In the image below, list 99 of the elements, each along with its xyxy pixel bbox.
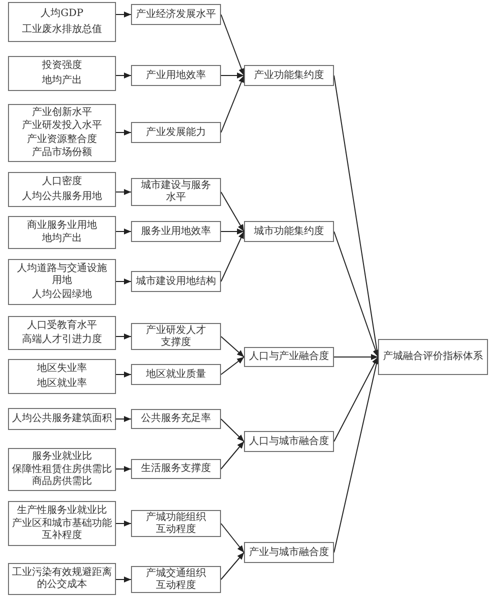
arrow xyxy=(220,418,244,442)
criterion-name: 产城交通组织互动程度 xyxy=(145,568,207,592)
indicator-name: 产业资源整合度 xyxy=(27,134,97,146)
arrow xyxy=(116,278,132,284)
indicator-box xyxy=(8,359,116,394)
indicator-box xyxy=(8,2,116,42)
dimension-box xyxy=(244,542,334,563)
arrow xyxy=(116,520,132,526)
criterion-box xyxy=(131,364,221,385)
criterion-box xyxy=(131,510,221,537)
criterion-name: 生活服务支撑度 xyxy=(141,463,211,475)
indicator-box xyxy=(8,104,116,162)
arrow xyxy=(220,228,244,234)
criterion-name: 公共服务充足率 xyxy=(141,413,211,425)
arrow xyxy=(220,231,244,282)
arrow xyxy=(116,576,132,582)
criterion-box xyxy=(131,65,221,86)
arrow xyxy=(116,372,132,378)
criterion-name: 产业用地效率 xyxy=(146,70,206,82)
criterion-name: 服务业用地效率 xyxy=(141,226,211,238)
indicator-name: 保障性租赁住房供需比 xyxy=(12,464,112,476)
arrow xyxy=(116,466,132,472)
arrow xyxy=(220,75,244,133)
criterion-name: 地区就业质量 xyxy=(146,368,206,380)
indicator-box xyxy=(8,316,116,350)
arrow xyxy=(116,228,132,234)
arrow xyxy=(116,130,132,136)
indicator-box xyxy=(8,172,116,207)
indicator-name: 工业废水排放总值 xyxy=(22,24,102,36)
goal-box xyxy=(378,339,488,375)
indicator-name: 地均产出 xyxy=(42,74,82,87)
criterion-name: 产业经济发展水平 xyxy=(136,8,216,20)
arrow xyxy=(116,72,132,78)
indicator-name: 人均GDP xyxy=(40,8,84,20)
indicator-name: 人口密度 xyxy=(42,176,82,188)
indicator-name: 产业区和城市基础功能互补程度 xyxy=(11,518,113,542)
indicator-name: 生产性服务业就业比 xyxy=(17,504,107,517)
arrow xyxy=(220,552,244,580)
indicator-name: 服务业就业比 xyxy=(32,450,92,463)
criterion-name: 产城功能组织互动程度 xyxy=(145,512,207,536)
indicator-box xyxy=(8,216,116,249)
dimension-name: 产业功能集约度 xyxy=(254,70,324,82)
arrow xyxy=(334,356,378,442)
indicator-name: 地区失业率 xyxy=(37,363,87,376)
arrow xyxy=(334,354,378,360)
indicator-name: 投资强度 xyxy=(42,60,82,72)
goal-name: 产城融合评价指标体系 xyxy=(383,351,483,363)
criterion-box xyxy=(131,409,221,429)
indicator-box xyxy=(8,56,116,91)
arrow xyxy=(116,416,132,422)
arrow xyxy=(220,192,244,232)
criterion-name: 城市建设与服务水平 xyxy=(140,180,212,204)
indicator-name: 人均道路与交通设施用地 xyxy=(16,263,108,287)
indicator-name: 产业创新水平 xyxy=(32,107,92,120)
indicator-name: 地均产出 xyxy=(42,233,82,246)
dimension-name: 人口与城市融合度 xyxy=(249,436,329,448)
criterion-box xyxy=(131,271,221,292)
indicator-name: 产品市场份额 xyxy=(32,146,92,159)
arrow xyxy=(220,523,244,553)
dimension-name: 城市功能集约度 xyxy=(254,226,324,238)
indicator-name: 商业服务业用地 xyxy=(27,220,97,232)
arrow xyxy=(220,14,244,76)
dimension-box xyxy=(244,347,334,367)
indicator-box xyxy=(8,408,116,430)
indicator-name: 工业污染有效规避距离的公交成本 xyxy=(11,567,113,591)
arrow xyxy=(220,356,244,375)
indicator-name: 地区就业率 xyxy=(37,378,87,390)
criterion-box xyxy=(131,459,221,479)
criterion-name: 产业发展能力 xyxy=(146,126,206,138)
criterion-box xyxy=(131,221,221,242)
dimension-name: 产业与城市融合度 xyxy=(249,546,329,558)
arrow xyxy=(220,336,244,358)
criterion-box xyxy=(131,122,221,143)
criterion-name: 产业研发人才支撑度 xyxy=(145,325,207,349)
indicator-name: 人口受教育水平 xyxy=(27,320,97,332)
indicator-name: 商品房供需比 xyxy=(32,476,92,488)
arrow xyxy=(220,72,244,78)
indicator-name: 高端人才引进力度 xyxy=(22,334,102,346)
indicator-name: 人均公共服务用地 xyxy=(22,190,102,203)
arrow xyxy=(116,189,132,195)
indicator-name: 人均公园绿地 xyxy=(32,289,92,301)
arrow xyxy=(220,441,244,470)
indicator-box xyxy=(8,501,116,546)
dimension-box xyxy=(244,65,334,86)
criterion-box xyxy=(131,323,221,350)
arrow xyxy=(334,231,379,358)
arrow xyxy=(116,12,132,18)
arrow xyxy=(116,334,132,340)
dimension-box xyxy=(244,431,334,452)
dimension-box xyxy=(244,221,334,242)
indicator-box xyxy=(8,448,116,491)
indicator-name: 产业研发投入水平 xyxy=(22,120,102,132)
criterion-name: 城市建设用地结构 xyxy=(136,276,216,288)
criterion-box xyxy=(131,566,221,593)
dimension-name: 人口与产业融合度 xyxy=(249,351,329,363)
indicator-box xyxy=(8,259,116,305)
indicator-name: 人均公共服务建筑面积 xyxy=(12,413,112,425)
criterion-box xyxy=(131,4,221,25)
criterion-box xyxy=(131,178,221,206)
